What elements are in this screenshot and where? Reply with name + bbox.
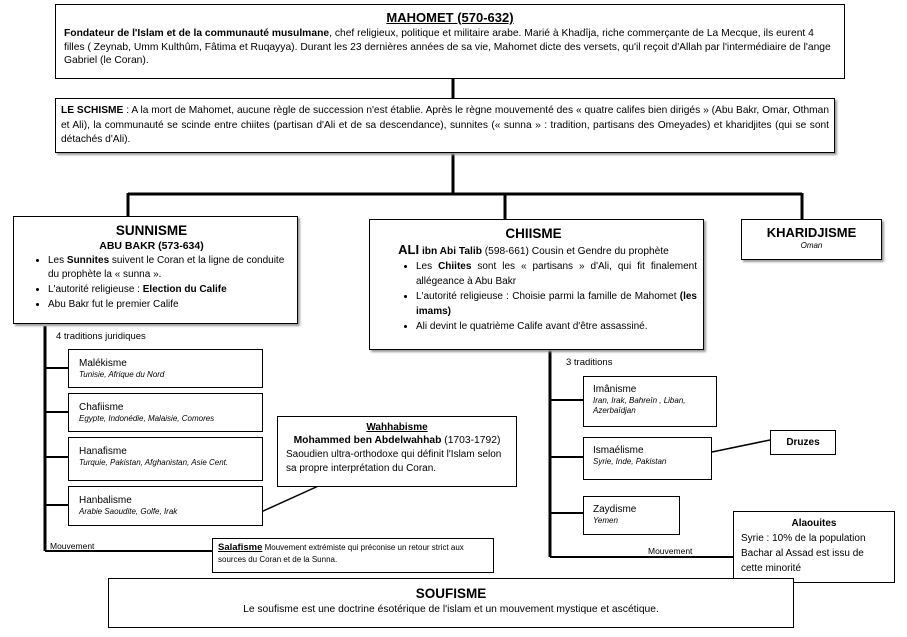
soufisme-text: Le soufisme est une doctrine ésotérique … [243, 604, 659, 615]
tradition-places: Arabie Saoudite, Golfe, Irak [79, 507, 178, 516]
alaouites-text: Syrie : 10% de la population Bachar al A… [741, 533, 866, 574]
sunnisme-traditions-label: 4 traditions juridiques [56, 331, 146, 342]
tradition-name: Hanafisme [79, 446, 127, 457]
tradition-name: Malékisme [79, 358, 127, 369]
tradition-name: Zaydisme [593, 504, 637, 515]
schisme-box: LE SCHISME : A la mort de Mahomet, aucun… [55, 98, 835, 153]
tradition-hanbalisme: Hanbalisme Arabie Saoudite, Golfe, Irak [68, 486, 263, 526]
wahhabisme-box: Wahhabisme Mohammed ben Abdelwahhab (170… [277, 416, 517, 487]
sunnisme-bullet-2: L'autorité religieuse : Election du Cali… [48, 283, 289, 297]
mahomet-title: MAHOMET (570-632) [386, 10, 514, 25]
tradition-name: Ismaélisme [593, 445, 644, 456]
kharidjisme-places: Oman [800, 241, 823, 250]
tradition-chafiisme: Chafiisme Egypte, Indonédie, Malaisie, C… [68, 393, 263, 432]
tradition-zaydisme: Zaydisme Yemen [583, 496, 680, 535]
sunnisme-box: SUNNISME ABU BAKR (573-634) Les Sunnites… [13, 216, 298, 324]
tradition-name: Hanbalisme [79, 495, 132, 506]
connector-ismaelisme-druzes [711, 439, 771, 453]
wahhabisme-founder-line: Mohammed ben Abdelwahhab (1703-1792) [286, 434, 508, 448]
soufisme-title: SOUFISME [415, 586, 487, 601]
alaouites-title: Alaouites [791, 518, 837, 529]
chiisme-subtitle: ALI ibn Abi Talib (598-661) Cousin et Ge… [398, 242, 669, 257]
kharidjisme-title: KHARIDJISME [766, 225, 857, 240]
alaouites-box: Alaouites Syrie : 10% de la population B… [733, 511, 895, 583]
sunnisme-bullet-3: Abu Bakr fut le premier Calife [48, 298, 289, 312]
soufisme-box: SOUFISME Le soufisme est une doctrine és… [108, 578, 794, 628]
tradition-name: Imânisme [593, 384, 637, 395]
druzes-box: Druzes [770, 430, 836, 455]
tradition-places: Egypte, Indonédie, Malaisie, Comores [79, 414, 215, 423]
chiisme-bullet-2: L'autorité religieuse : Choisie parmi la… [416, 290, 697, 319]
chiisme-box: CHIISME ALI ibn Abi Talib (598-661) Cous… [369, 219, 704, 350]
wahhabisme-dates: (1703-1792) [441, 435, 501, 446]
tradition-imanisme: Imânisme Iran, Irak, Bahreïn , Liban, Az… [583, 376, 717, 427]
tradition-places: Tunisie, Afrique du Nord [79, 370, 165, 379]
mahomet-box: MAHOMET (570-632) Fondateur de l'Islam e… [55, 4, 845, 79]
wahhabisme-text: Saoudien ultra-orthodoxe qui définit l'I… [286, 449, 502, 474]
tradition-places: Turquie, Pakistan, Afghanistan, Asie Cen… [79, 458, 229, 467]
sunnisme-subtitle: ABU BAKR (573-634) [99, 240, 204, 252]
schisme-label: LE SCHISME [61, 105, 124, 116]
wahhabisme-title: Wahhabisme [366, 422, 428, 433]
mahomet-text: , chef religieux, politique et militaire… [64, 28, 831, 66]
wahhabisme-founder: Mohammed ben Abdelwahhab [293, 435, 442, 446]
kharidjisme-box: KHARIDJISME Oman [741, 219, 882, 260]
tradition-ismaelisme: Ismaélisme Syrie, Inde, Pakistan [583, 437, 712, 480]
tradition-name: Chafiisme [79, 402, 124, 413]
salafisme-box: Salafisme Mouvement extrémiste qui préco… [212, 538, 494, 573]
chiisme-bullets: Les Chiites sont les « partisans » d'Ali… [370, 260, 697, 335]
tradition-places: Iran, Irak, Bahreïn , Liban, Azerbaïdjan [593, 396, 686, 415]
schisme-description: LE SCHISME : A la mort de Mahomet, aucun… [61, 104, 829, 148]
salafisme-text: Mouvement extrémiste qui préconise un re… [218, 543, 464, 564]
schisme-text: : A la mort de Mahomet, aucune règle de … [61, 105, 829, 145]
tradition-hanafisme: Hanafisme Turquie, Pakistan, Afghanistan… [68, 437, 263, 481]
salafisme-description: Salafisme Mouvement extrémiste qui préco… [218, 542, 488, 565]
chiisme-bullet-1: Les Chiites sont les « partisans » d'Ali… [416, 260, 697, 289]
druzes-title: Druzes [786, 437, 820, 448]
mahomet-description: Fondateur de l'Islam et de la communauté… [64, 27, 836, 68]
mahomet-lead: Fondateur de l'Islam et de la communauté… [64, 28, 330, 39]
salafisme-title: Salafisme [218, 542, 263, 553]
tradition-malekisme: Malékisme Tunisie, Afrique du Nord [68, 349, 263, 388]
sunnisme-mouvement-label: Mouvement [50, 541, 95, 551]
chiisme-mouvement-label: Mouvement [648, 546, 693, 556]
sunnisme-bullets: Les Sunnites suivent le Coran et la lign… [14, 254, 289, 312]
sunnisme-title: SUNNISME [115, 223, 188, 238]
tradition-places: Yemen [593, 516, 618, 525]
sunnisme-bullet-1: Les Sunnites suivent le Coran et la lign… [48, 254, 289, 282]
chiisme-title: CHIISME [505, 226, 562, 241]
chiisme-traditions-label: 3 traditions [566, 357, 613, 368]
tradition-places: Syrie, Inde, Pakistan [593, 457, 667, 466]
chiisme-bullet-3: Ali devint le quatrième Calife avant d'ê… [416, 320, 697, 335]
